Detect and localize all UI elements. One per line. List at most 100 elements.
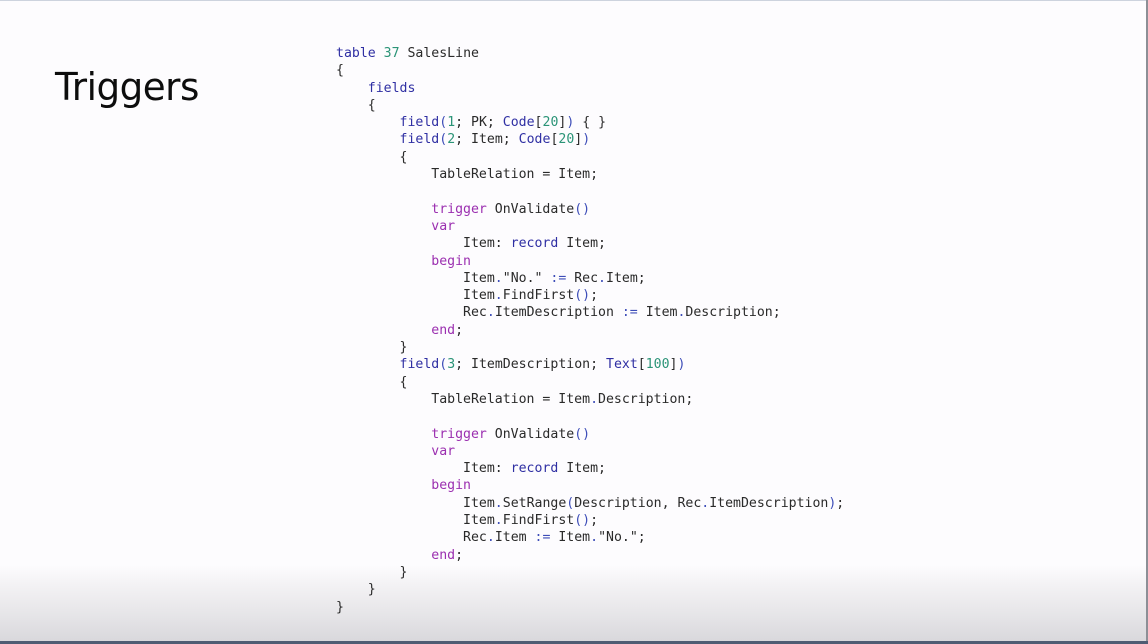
code-token-txt: Item <box>550 530 591 546</box>
code-line: { <box>336 149 844 166</box>
code-token-txt: "No." <box>502 270 551 286</box>
code-token-op: . <box>701 495 710 511</box>
code-token-txt: OnValidate <box>486 426 575 442</box>
code-token-txt: ] <box>558 115 567 131</box>
code-token-txt: ; ItemDescription; <box>455 357 606 373</box>
code-token-txt: { } <box>574 115 607 131</box>
code-token-txt: { <box>336 63 344 79</box>
code-token-txt: [ <box>550 132 559 148</box>
code-token-txt: [ <box>637 357 646 373</box>
code-token-num: 3 <box>447 357 456 373</box>
code-token-txt: Item <box>336 270 495 286</box>
code-token-ctl: end <box>431 322 456 338</box>
code-token-kw: field <box>399 132 440 148</box>
code-line: trigger OnValidate() <box>336 426 844 443</box>
code-token-txt: SalesLine <box>399 46 479 61</box>
code-token-txt: Item <box>336 288 495 304</box>
code-token-txt: Description; <box>685 305 781 321</box>
code-token-op: () <box>574 513 591 529</box>
code-token-txt: ; <box>455 322 464 338</box>
slide-title: Triggers <box>55 65 199 110</box>
code-line: Item: record Item; <box>336 235 844 252</box>
code-line: } <box>336 581 844 598</box>
code-line: field(1; PK; Code[20]) { } <box>336 114 844 131</box>
code-token-txt: Item: <box>336 236 511 252</box>
code-token-op: ) <box>677 357 686 373</box>
code-line: end; <box>336 322 844 339</box>
code-token-op: ) <box>582 132 591 148</box>
code-token-txt: [ <box>534 115 543 131</box>
code-token-txt: Item <box>336 513 495 529</box>
code-token-txt: } <box>336 564 408 580</box>
code-token-txt <box>336 81 368 96</box>
code-token-op: ( <box>439 132 448 148</box>
code-token-num: 20 <box>558 132 575 148</box>
code-token-txt: } <box>336 582 376 598</box>
code-line: fields <box>336 80 844 97</box>
code-line: end; <box>336 547 844 564</box>
code-token-txt <box>336 202 431 217</box>
code-token-kw: Code <box>518 132 551 148</box>
code-token-txt <box>336 219 431 234</box>
code-line: field(3; ItemDescription; Text[100]) <box>336 356 844 373</box>
code-token-txt: TableRelation = Item <box>336 391 591 407</box>
code-token-txt <box>336 254 431 269</box>
code-token-op: ) <box>828 495 837 511</box>
code-token-txt <box>336 478 431 493</box>
code-token-txt: FindFirst <box>502 288 575 304</box>
code-token-kw: Text <box>606 357 638 373</box>
code-line: { <box>336 97 844 114</box>
code-token-op: . <box>494 288 503 304</box>
code-token-txt: Item; <box>606 270 646 286</box>
code-token-txt <box>336 427 431 442</box>
code-token-txt: Description, Rec <box>574 495 702 511</box>
code-token-txt: Rec <box>336 305 487 321</box>
code-token-kw: field <box>399 357 440 373</box>
code-token-txt <box>336 548 431 563</box>
code-line: { <box>336 62 844 79</box>
code-token-txt: Rec <box>566 270 599 286</box>
code-token-txt: Item <box>336 495 495 511</box>
code-token-op: := <box>534 530 551 546</box>
code-token-txt: ; PK; <box>455 115 503 131</box>
code-line: Item.FindFirst(); <box>336 287 844 304</box>
code-token-txt: "No."; <box>598 530 646 546</box>
code-token-txt: Item <box>637 305 678 321</box>
code-token-txt: ] <box>669 357 678 373</box>
code-token-num: 20 <box>542 115 559 131</box>
code-line: } <box>336 599 844 616</box>
code-token-op: . <box>486 530 495 546</box>
code-token-txt: ] <box>574 132 583 148</box>
code-token-op: . <box>590 391 599 407</box>
bottom-border <box>0 641 1148 644</box>
code-token-num: 37 <box>383 46 400 61</box>
code-token-txt: FindFirst <box>502 513 575 529</box>
right-border <box>1146 0 1148 644</box>
code-token-txt: Item; <box>558 236 606 252</box>
code-token-ctl: trigger <box>431 426 487 442</box>
code-token-txt <box>336 323 431 338</box>
code-token-ctl: trigger <box>431 201 487 217</box>
code-token-txt: Rec <box>336 530 487 546</box>
code-token-op: . <box>494 495 503 511</box>
code-token-op: () <box>574 201 591 217</box>
code-line: TableRelation = Item; <box>336 166 844 183</box>
code-block: table 37 SalesLine { fields { field(1; PK… <box>336 45 844 616</box>
code-token-op: ( <box>566 495 575 511</box>
code-token-op: ( <box>439 357 448 373</box>
code-token-kw: table <box>336 46 376 61</box>
code-token-ctl: var <box>431 443 456 459</box>
code-token-kw: Code <box>502 115 535 131</box>
code-line: Item.SetRange(Description, Rec.ItemDescr… <box>336 495 844 512</box>
code-token-txt: ; <box>590 288 599 304</box>
code-token-kw: record <box>510 461 559 477</box>
code-line: var <box>336 443 844 460</box>
code-token-ctl: begin <box>431 253 471 269</box>
code-token-txt: TableRelation = Item; <box>336 167 599 183</box>
code-token-txt <box>336 444 431 459</box>
code-token-kw: record <box>510 236 559 252</box>
code-token-op: ) <box>566 115 575 131</box>
code-token-txt: ; <box>590 513 599 529</box>
code-token-txt: { <box>336 149 408 165</box>
code-token-num: 100 <box>645 357 670 373</box>
